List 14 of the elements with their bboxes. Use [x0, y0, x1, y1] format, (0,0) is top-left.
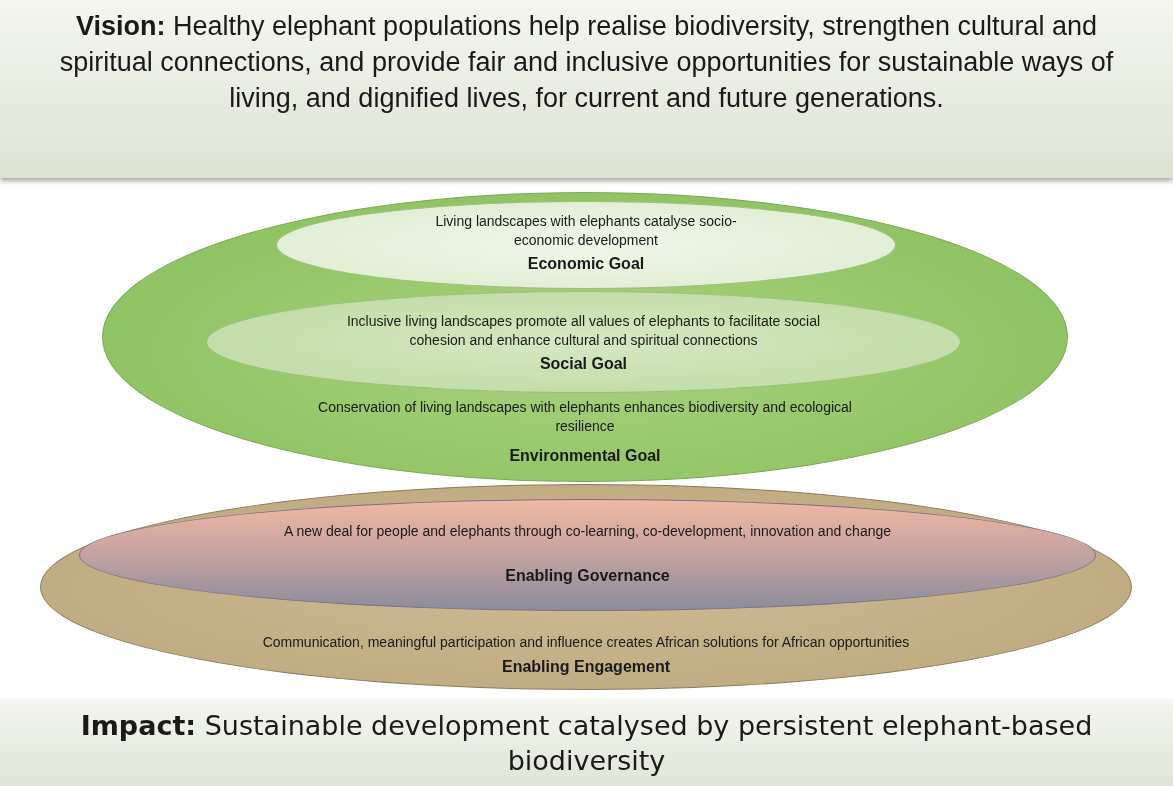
goal-heading: Environmental Goal — [508, 446, 662, 466]
goal-heading: Social Goal — [538, 354, 629, 374]
goal-description: Conservation of living landscapes with elephants enhances biodiversity and ecological resilience — [317, 398, 853, 436]
impact-banner — [0, 700, 1173, 786]
vision-statement: Vision: Healthy elephant populations help realise biodiversity, strengthen cultural and spiritual connections, and provide fair and inclusive opportunities for sustainable ways of living, and dignified lives, for current and future generations. — [58, 10, 1115, 115]
goal-description: A new deal for people and elephants through co-learning, co-development, innovation and change — [282, 522, 893, 541]
goal-heading: Economic Goal — [526, 254, 646, 274]
goal-heading: Enabling Engagement — [501, 657, 671, 677]
goal-description: Living landscapes with elephants catalyse socio-economic development — [434, 212, 738, 250]
goal-description: Communication, meaningful participation and influence creates African solutions for African opportunities — [261, 633, 911, 652]
goal-heading: Enabling Governance — [504, 566, 671, 586]
goal-description: Inclusive living landscapes promote all values of elephants to facilitate social cohesion and enhance cultural and spiritual connections — [345, 312, 822, 350]
vision-banner — [0, 0, 1173, 178]
impact-statement: Impact: Sustainable development catalysed by persistent elephant-based biodiversity — [79, 709, 1094, 778]
